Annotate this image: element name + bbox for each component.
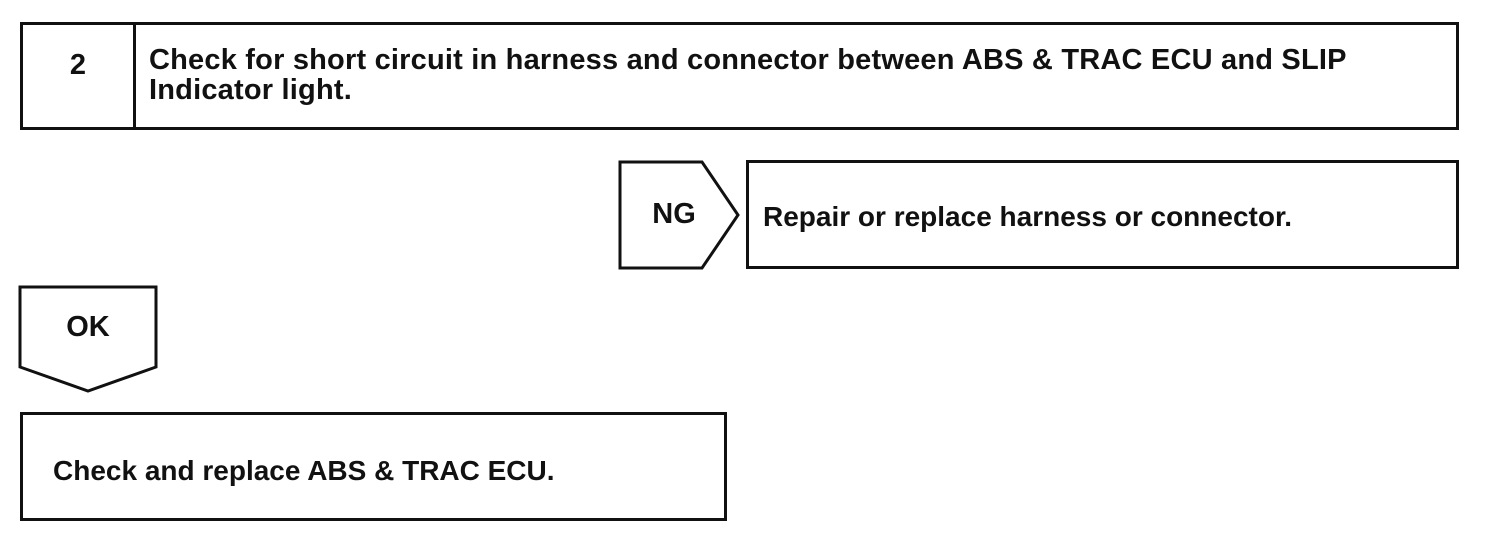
ok-action-text: Check and replace ABS & TRAC ECU. (53, 455, 555, 486)
step-number: 2 (23, 25, 136, 127)
ok-label: OK (66, 311, 110, 343)
step-title: Check for short circuit in harness and c… (149, 44, 1347, 106)
step-box: 2 Check for short circuit in harness and… (20, 22, 1459, 130)
ng-label: NG (652, 198, 696, 230)
ng-action-box: Repair or replace harness or connector. (746, 160, 1459, 269)
ok-action-box: Check and replace ABS & TRAC ECU. (20, 412, 727, 521)
ng-action-text: Repair or replace harness or connector. (763, 201, 1293, 232)
ng-arrow-shape (618, 160, 740, 270)
ok-arrow-shape (18, 285, 158, 393)
